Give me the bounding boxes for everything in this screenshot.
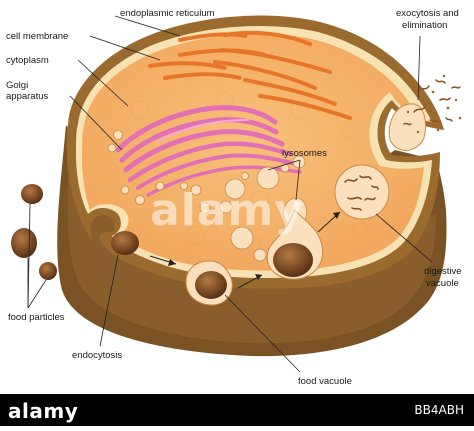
digestive-vacuole: [334, 164, 390, 220]
label-cytoplasm: cytoplasm: [6, 55, 49, 66]
arrow-heads: [168, 212, 340, 280]
label-digestive-line2: vacuole: [426, 278, 459, 289]
watermark-logo: alamy: [8, 399, 79, 423]
exocytosis-pocket: [388, 103, 427, 151]
exocytosis-debris: [403, 79, 461, 126]
label-digestive-line1: digestive: [424, 266, 462, 277]
digested-fragments: [344, 175, 379, 211]
food-vacuole-food: [195, 271, 227, 299]
label-exocytosis-line2: elimination: [402, 20, 448, 31]
watermark-bar: alamy BB4ABH: [0, 394, 474, 426]
lysosome-vesicles: [199, 155, 306, 262]
label-cell-membrane: cell membrane: [6, 31, 69, 42]
leader-lines: [27, 15, 433, 373]
label-food-particles: food particles: [8, 312, 65, 323]
food-particles: [11, 184, 57, 280]
digesting-food: [273, 243, 313, 277]
label-golgi-line1: Golgi: [6, 80, 29, 91]
label-golgi-line2: apparatus: [6, 91, 49, 102]
label-food-vacuole: food vacuole: [298, 376, 352, 387]
golgi-vesicles: [107, 130, 290, 205]
label-endoplasmic-reticulum: endoplasmic reticulum: [120, 8, 215, 19]
exocytosis-dots: [406, 74, 462, 134]
label-endocytosis: endocytosis: [72, 350, 123, 361]
label-lysosomes: lysosomes: [282, 148, 327, 159]
golgi-apparatus: [115, 105, 302, 197]
watermark-center: alamy: [150, 185, 304, 236]
watermark-image-id: BB4ABH: [414, 403, 464, 417]
endoplasmic-reticulum: [148, 30, 352, 120]
label-exocytosis-line1: exocytosis and: [396, 8, 459, 19]
endocytosis-food: [111, 231, 139, 255]
